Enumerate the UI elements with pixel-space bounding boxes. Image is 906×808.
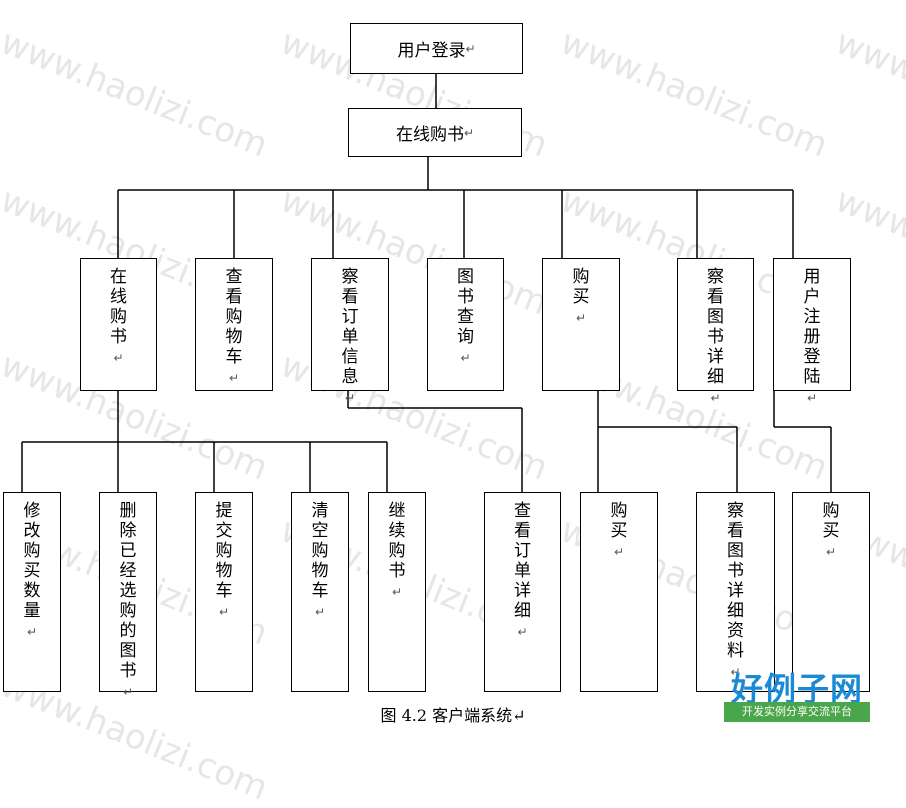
function-label: 清空购物车 [311, 501, 329, 601]
root-label: 用户登录 [397, 41, 466, 61]
logo-title: 好例子网 [730, 670, 863, 708]
module-box-purchase: 购买 ↵ [542, 258, 620, 391]
connector-lines [21, 74, 832, 492]
return-mark: ↵ [391, 585, 403, 599]
return-mark: ↵ [825, 545, 837, 559]
return-mark: ↵ [463, 125, 475, 140]
module-label: 购买 [572, 267, 590, 307]
return-mark: ↵ [806, 391, 818, 405]
return-mark: ↵ [575, 311, 587, 325]
function-box-submit-cart: 提交购物车 ↵ [195, 492, 253, 692]
module-box-view-cart: 查看购物车 ↵ [195, 258, 273, 391]
module-box-register-login: 用户注册登陆 ↵ [773, 258, 851, 405]
module-label: 在线购书 [110, 267, 127, 347]
function-label: 删除已经选购的图书 [119, 501, 137, 681]
function-label: 购买 [822, 501, 840, 541]
function-box-order-detail: 查看订单详细 ↵ [484, 492, 561, 692]
module-label: 用户注册登陆 [803, 267, 821, 387]
return-mark: ↵ [113, 351, 124, 365]
function-box-clear-cart: 清空购物车 ↵ [291, 492, 349, 692]
module-box-order-info: 察看订单信息 ↵ [311, 258, 389, 405]
return-mark: ↵ [710, 391, 721, 405]
return-mark: ↵ [228, 371, 240, 385]
return-mark: ↵ [730, 665, 741, 679]
function-box-book-detail-info: 察看图书详细资料 ↵ [696, 492, 775, 692]
return-mark: ↵ [218, 605, 230, 619]
main-label: 在线购书 [395, 125, 464, 145]
module-label: 图书查询 [457, 267, 474, 347]
function-label: 修改购买数量 [23, 501, 41, 621]
module-label: 察看订单信息 [341, 267, 359, 387]
function-box-delete-selected: 删除已经选购的图书 ↵ [99, 492, 157, 699]
return-mark: ↵ [465, 41, 476, 56]
module-label: 查看购物车 [225, 267, 243, 367]
return-mark: ↵ [613, 545, 625, 559]
return-mark: ↵ [314, 605, 326, 619]
main-box: 在线购书↵ [348, 108, 522, 157]
module-box-online-purchase: 在线购书 ↵ [80, 258, 157, 391]
function-label: 查看订单详细 [514, 501, 531, 621]
function-label: 购买 [610, 501, 628, 541]
figure-caption: 图 4.2 客户端系统↵ [380, 706, 526, 725]
site-logo: 好例子网 开发实例分享交流平台 [722, 664, 872, 722]
function-box-purchase-2: 购买 ↵ [792, 492, 870, 692]
logo-subtitle: 开发实例分享交流平台 [724, 702, 870, 722]
module-box-book-search: 图书查询 ↵ [427, 258, 504, 391]
return-mark: ↵ [122, 685, 134, 699]
function-label: 察看图书详细资料 [727, 501, 744, 661]
return-mark: ↵ [26, 625, 38, 639]
function-box-continue-shopping: 继续购书 ↵ [368, 492, 426, 692]
module-box-book-detail: 察看图书详细 ↵ [677, 258, 754, 405]
function-box-modify-quantity: 修改购买数量 ↵ [3, 492, 61, 692]
function-box-purchase: 购买 ↵ [580, 492, 658, 692]
return-mark: ↵ [517, 625, 528, 639]
function-label: 继续购书 [388, 501, 406, 581]
return-mark: ↵ [460, 351, 471, 365]
module-label: 察看图书详细 [707, 267, 724, 387]
root-box: 用户登录↵ [350, 23, 523, 74]
return-mark: ↵ [344, 391, 356, 405]
function-label: 提交购物车 [215, 501, 233, 601]
